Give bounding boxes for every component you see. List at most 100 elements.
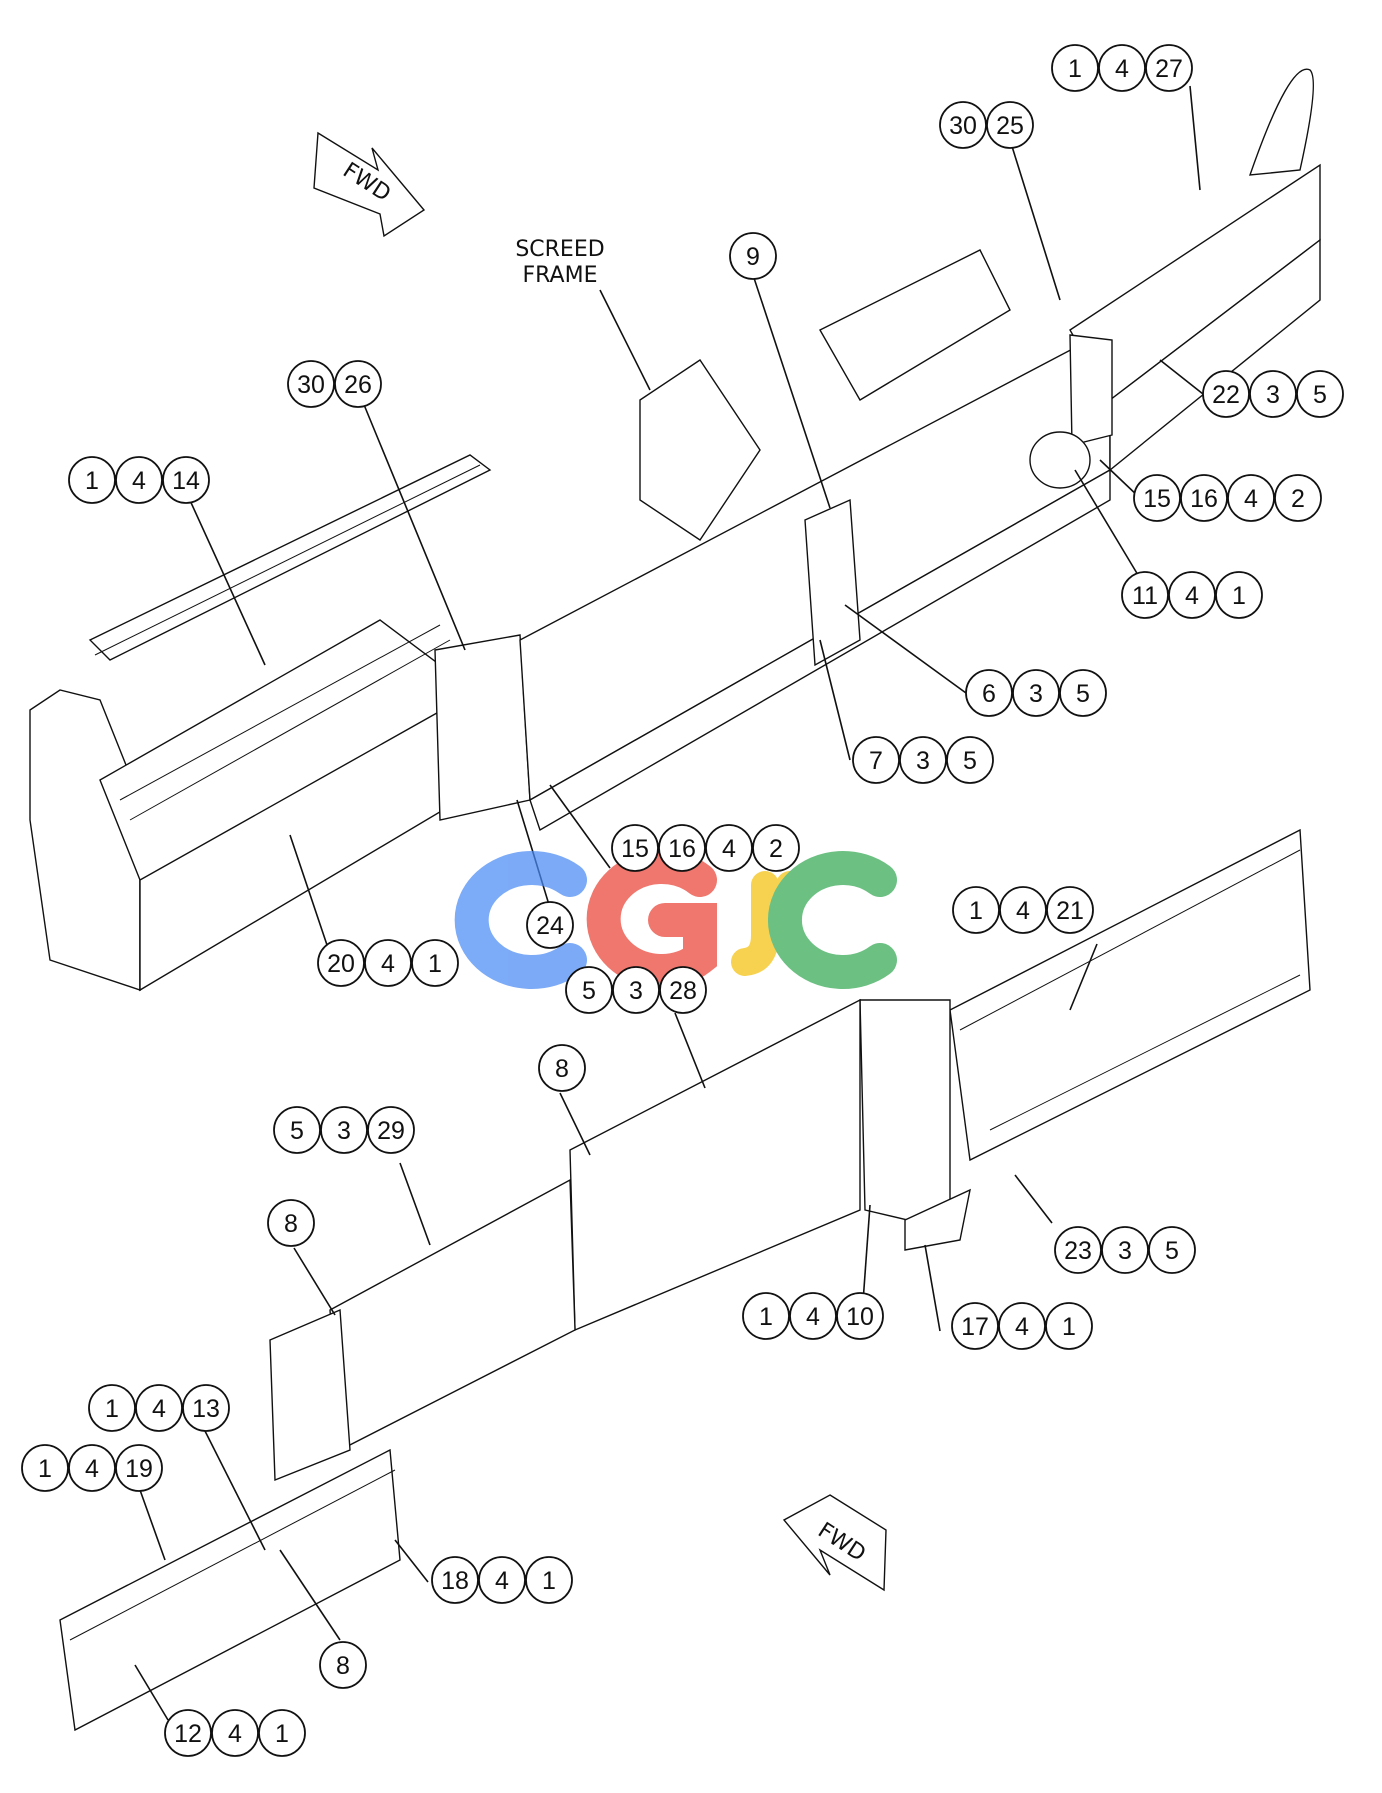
callout-number: 4 <box>85 1455 99 1483</box>
callout-bubble <box>1098 44 1146 92</box>
callout-bubble <box>364 939 412 987</box>
fwd-arrow-top: FWD <box>313 131 426 238</box>
callout-number: 3 <box>629 977 643 1005</box>
callout-bubble <box>1045 1302 1093 1350</box>
callout-bubble <box>1249 370 1297 418</box>
callout-bubble <box>1133 474 1181 522</box>
callout-bubble <box>431 1556 479 1604</box>
callout-bubble <box>182 1384 230 1432</box>
callout-number: 15 <box>1143 485 1171 513</box>
right-cover <box>1029 431 1091 489</box>
callout-number: 5 <box>582 977 596 1005</box>
callout-bubble <box>525 1556 573 1604</box>
callout-number: 8 <box>555 1055 569 1083</box>
callout-bubble <box>273 1106 321 1154</box>
callout-number: 16 <box>668 835 696 863</box>
callout-number: 8 <box>284 1210 298 1238</box>
callout-bubble <box>1059 669 1107 717</box>
callout-bubble <box>836 1292 884 1340</box>
callout-number: 1 <box>969 897 983 925</box>
callout-bubble <box>1145 44 1193 92</box>
callout-bubble <box>1046 886 1094 934</box>
callout-bubble <box>899 736 947 784</box>
screed-frame-bracket <box>639 359 761 541</box>
callout-number: 2 <box>1291 485 1305 513</box>
callout-bubble <box>658 824 706 872</box>
callout-bubble <box>1101 1226 1149 1274</box>
rail-19 <box>59 1448 401 1732</box>
rail-21 <box>949 828 1311 1162</box>
panel-29 <box>329 1178 576 1452</box>
callout-number: 17 <box>961 1313 989 1341</box>
callout-number: 3 <box>337 1117 351 1145</box>
fwd-arrow-bottom: FWD <box>782 1494 887 1592</box>
callout-bubble <box>1227 474 1275 522</box>
plate-17 <box>904 1188 971 1251</box>
screed-label-line1: SCREED <box>515 237 604 262</box>
callout-number: 4 <box>1015 1313 1029 1341</box>
callout-number: 6 <box>982 680 996 708</box>
callout-bubble <box>478 1556 526 1604</box>
callout-bubble <box>1202 370 1250 418</box>
left-tube <box>88 454 492 661</box>
callout-number: 4 <box>495 1567 509 1595</box>
callout-number: 12 <box>174 1720 202 1748</box>
callout-number: 16 <box>1190 485 1218 513</box>
callout-number: 11 <box>1132 582 1158 610</box>
callout-number: 1 <box>759 1303 773 1331</box>
callout-9: 9 <box>729 232 777 280</box>
screed-label-line2: FRAME <box>523 263 598 288</box>
callout-bubble <box>1051 44 1099 92</box>
callout-bubble <box>115 1444 163 1492</box>
callout-24: 24 <box>526 901 574 949</box>
callout-number: 5 <box>290 1117 304 1145</box>
callout-bubble <box>319 1641 367 1689</box>
watermark-letter-4 <box>767 851 897 989</box>
callout-number: 30 <box>297 371 325 399</box>
callout-bubble <box>1054 1226 1102 1274</box>
callout-bubble <box>68 456 116 504</box>
callout-8-a: 8 <box>538 1044 586 1092</box>
callout-number: 1 <box>428 950 442 978</box>
callout-number: 18 <box>441 1567 469 1595</box>
callout-bubble <box>705 824 753 872</box>
callout-number: 23 <box>1064 1237 1092 1265</box>
callout-number: 21 <box>1056 897 1084 925</box>
callout-bubble <box>565 966 613 1014</box>
callout-number: 27 <box>1155 55 1183 83</box>
callout-number: 3 <box>916 747 930 775</box>
callout-number: 20 <box>327 950 355 978</box>
callout-number: 19 <box>125 1455 153 1483</box>
callout-bubble <box>612 966 660 1014</box>
callout-bubble <box>742 1292 790 1340</box>
callout-bubble <box>1296 370 1344 418</box>
callout-number: 4 <box>806 1303 820 1331</box>
callout-number: 4 <box>132 467 146 495</box>
upper-assembly <box>29 68 1321 992</box>
callout-bubble <box>946 736 994 784</box>
callout-bubble <box>951 1302 999 1350</box>
callout-number: 5 <box>1165 1237 1179 1265</box>
callout-bubble <box>258 1709 306 1757</box>
callout-number: 4 <box>1185 582 1199 610</box>
callout-number: 25 <box>996 112 1024 140</box>
callout-bubble <box>267 1199 315 1247</box>
callout-bubble <box>1012 669 1060 717</box>
right-end-plate <box>1248 68 1315 176</box>
callout-number: 4 <box>381 950 395 978</box>
callout-number: 5 <box>1076 680 1090 708</box>
watermark-letter-1 <box>454 851 587 989</box>
